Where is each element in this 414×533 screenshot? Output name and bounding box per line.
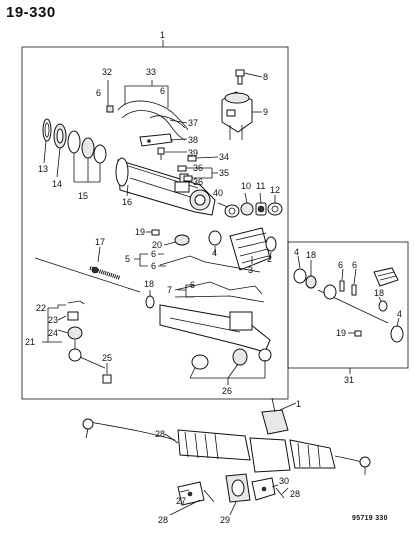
callout-21: 21	[25, 337, 35, 347]
clamp-4-upper	[208, 230, 222, 246]
callout-10: 10	[241, 181, 251, 191]
callout-28a: 28	[155, 429, 165, 439]
callout-18c: 18	[374, 288, 384, 298]
leader-lines	[42, 72, 400, 516]
callout-6a: 6	[96, 88, 101, 98]
callout-33: 33	[146, 67, 156, 77]
callout-32: 32	[102, 67, 112, 77]
callout-16: 16	[122, 197, 132, 207]
dust-boot-24	[67, 326, 83, 340]
callout-27: 27	[176, 496, 186, 506]
bellows-boot-3	[229, 227, 271, 271]
callout-8: 8	[263, 72, 268, 82]
mount-bracket-30	[251, 477, 276, 501]
grommet-20	[174, 234, 190, 246]
bolt-39	[157, 147, 165, 160]
callout-4c: 4	[397, 309, 402, 319]
ring-10	[240, 202, 254, 216]
rack-17	[34, 257, 141, 293]
callout-6d: 6	[151, 261, 156, 271]
callout-6f: 6	[338, 260, 343, 270]
assembled-steering-gear	[82, 397, 371, 475]
cotter-pin-22	[67, 300, 85, 305]
callout-3: 3	[248, 265, 253, 275]
callout-20: 20	[152, 240, 162, 250]
callout-15: 15	[78, 191, 88, 201]
callout-22: 22	[36, 303, 46, 313]
callout-23: 23	[48, 315, 58, 325]
callout-18a: 18	[144, 279, 154, 289]
nut-25	[102, 374, 112, 384]
callout-19b: 19	[336, 328, 346, 338]
callout-11: 11	[256, 181, 265, 191]
mount-bushing-29	[225, 473, 251, 503]
rack-housing-16	[115, 157, 216, 216]
callout-39: 39	[188, 148, 198, 158]
callout-40: 40	[213, 188, 223, 198]
callout-18b: 18	[306, 250, 316, 260]
main-group-frame	[21, 46, 289, 400]
footer-figure-code: 95719 330	[352, 515, 388, 522]
bushing-15	[67, 130, 107, 164]
callout-28c: 28	[290, 489, 300, 499]
mount-bracket-27	[177, 481, 205, 506]
callout-34: 34	[219, 152, 229, 162]
callout-14: 14	[52, 179, 62, 189]
callout-36b: 36	[193, 177, 203, 187]
callout-6b: 6	[160, 86, 165, 96]
bolts-28	[203, 487, 285, 503]
callout-31: 31	[344, 375, 354, 385]
callout-37: 37	[188, 118, 198, 128]
callout-35: 35	[219, 168, 229, 178]
housing-assembly-26	[159, 304, 272, 370]
callout-6c: 6	[151, 249, 156, 259]
callout-38: 38	[188, 135, 198, 145]
callout-30: 30	[279, 476, 289, 486]
callout-19a: 19	[135, 227, 145, 237]
callout-13: 13	[38, 164, 48, 174]
callout-26: 26	[222, 386, 232, 396]
seal-ring-13	[42, 118, 52, 142]
page-title: 19-330	[6, 4, 56, 21]
nut-11	[255, 202, 267, 216]
callout-9: 9	[263, 107, 268, 117]
fittings-34-35-36	[177, 155, 197, 182]
seal-40	[224, 204, 240, 218]
washer-18	[145, 295, 155, 309]
pressure-tubes-37	[117, 100, 189, 141]
castle-nut-23	[67, 311, 79, 321]
inset-group-frame	[287, 241, 409, 369]
callout-4b: 4	[294, 247, 299, 257]
cap-12	[267, 202, 283, 216]
plug-8	[235, 69, 245, 85]
valve-housing-9	[221, 91, 253, 140]
bolt-19	[151, 229, 160, 236]
bracket-38	[139, 133, 173, 147]
inset-rack-parts	[293, 267, 404, 343]
callout-25: 25	[102, 353, 112, 363]
callout-28b: 28	[158, 515, 168, 525]
callout-24: 24	[48, 328, 58, 338]
callout-1-main: 1	[160, 30, 165, 40]
callout-6g: 6	[352, 260, 357, 270]
callout-6e: 6	[190, 280, 195, 290]
tie-rod-end-21	[68, 340, 106, 369]
oil-seal-14	[53, 123, 67, 149]
callout-29: 29	[220, 515, 230, 525]
nut-32-6	[106, 105, 114, 113]
callout-36a: 36	[193, 163, 203, 173]
callout-12: 12	[270, 185, 280, 195]
callout-7: 7	[167, 285, 172, 295]
clamp-2	[265, 236, 277, 252]
callout-17: 17	[95, 237, 105, 247]
callout-5: 5	[125, 254, 130, 264]
callout-4a: 4	[212, 248, 217, 258]
callout-2: 2	[267, 254, 272, 264]
callout-1-bottom: 1	[296, 399, 301, 409]
